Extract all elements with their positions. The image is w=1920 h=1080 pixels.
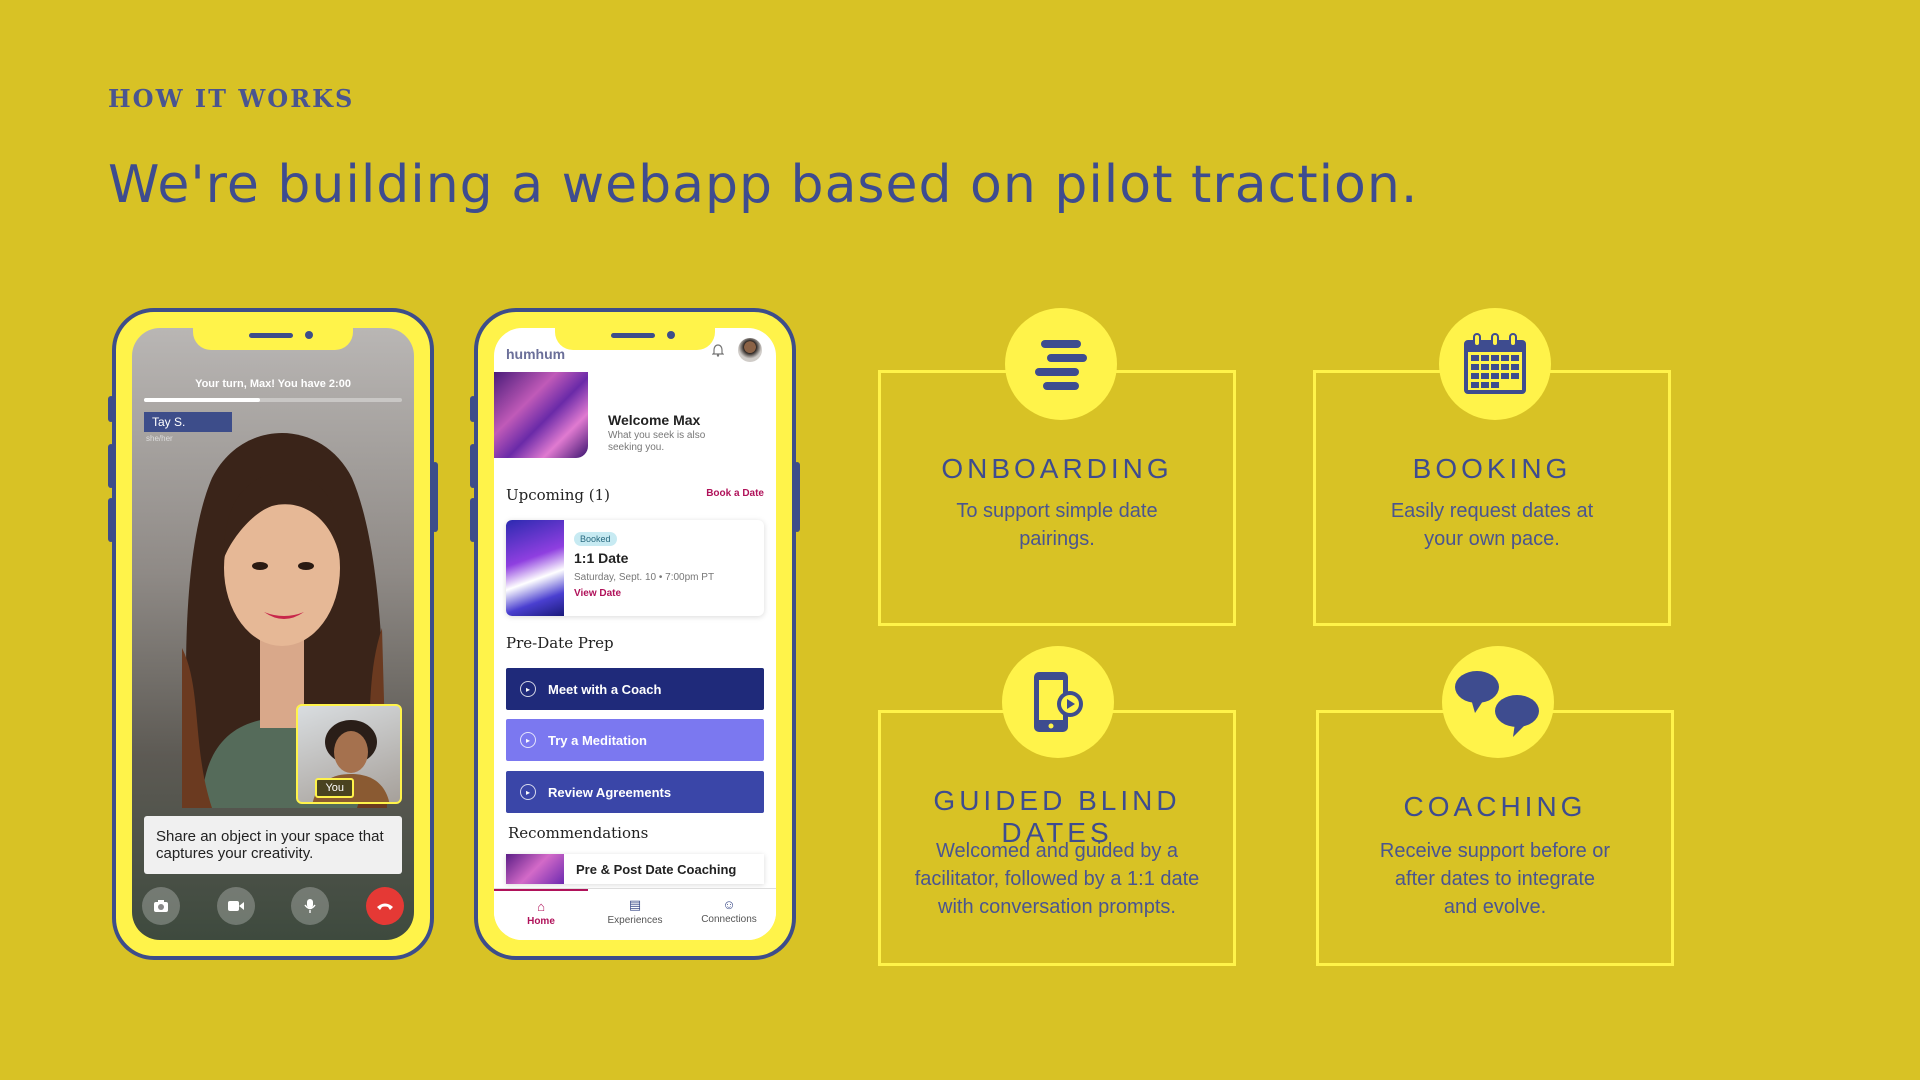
view-date-link[interactable]: View Date <box>574 588 622 599</box>
welcome-title: Welcome Max <box>608 412 701 428</box>
phone-notch <box>555 324 715 350</box>
feature-title: ONBOARDING <box>941 453 1173 484</box>
partner-pronouns: she/her <box>146 434 173 443</box>
calendar-icon: ▤ <box>628 897 642 912</box>
tab-label: Home <box>527 916 555 927</box>
page-headline: We're building a webapp based on pilot t… <box>108 155 1419 215</box>
turn-timer-text: Your turn, Max! You have 2:00 <box>195 378 351 390</box>
tab-connections[interactable]: ☺ Connections <box>682 889 776 940</box>
people-icon: ☺ <box>722 897 736 912</box>
meet-coach-button[interactable]: ▸ Meet with a Coach <box>506 668 764 710</box>
date-title: 1:1 Date <box>574 550 629 566</box>
self-label: You <box>315 778 354 798</box>
user-avatar[interactable] <box>738 338 762 362</box>
tab-label: Experiences <box>607 915 663 926</box>
action-label: Meet with a Coach <box>548 681 662 697</box>
phone-app-home: humhum Welcome Max What you seek is also… <box>470 308 800 960</box>
end-call-icon[interactable] <box>365 887 404 925</box>
tab-label: Connections <box>701 914 757 925</box>
arrow-circle-icon: ▸ <box>520 784 536 800</box>
call-controls <box>142 886 404 926</box>
bottom-tab-bar: ⌂ Home ▤ Experiences ☺ Connections <box>494 888 776 940</box>
section-eyebrow: HOW IT WORKS <box>108 84 355 113</box>
lines-icon <box>1005 308 1117 420</box>
feature-text: Receive support before or after dates to… <box>1379 840 1611 918</box>
date-card-image <box>506 520 564 616</box>
video-call-screen: Your turn, Max! You have 2:00 Tay S. she… <box>132 328 414 940</box>
video-camera-icon[interactable] <box>216 887 255 925</box>
welcome-subtitle: What you seek is also seeking you. <box>608 430 706 453</box>
feature-text: Easily request dates at your own pace. <box>1390 500 1594 550</box>
arrow-circle-icon: ▸ <box>520 681 536 697</box>
phone-notch <box>193 324 353 350</box>
feature-text: Welcomed and guided by a facilitator, fo… <box>914 840 1200 918</box>
chat-bubbles-icon <box>1442 646 1554 758</box>
action-label: Review Agreements <box>548 784 672 800</box>
app-logo: humhum <box>506 346 566 362</box>
book-a-date-link[interactable]: Book a Date <box>706 488 764 499</box>
tab-home[interactable]: ⌂ Home <box>494 889 588 940</box>
phone-video-call: Your turn, Max! You have 2:00 Tay S. she… <box>108 308 438 960</box>
status-badge: Booked <box>574 532 617 546</box>
arrow-circle-icon: ▸ <box>520 732 536 748</box>
date-time: Saturday, Sept. 10 • 7:00pm PT <box>574 572 715 583</box>
recommendation-image <box>506 854 564 884</box>
review-agreements-button[interactable]: ▸ Review Agreements <box>506 771 764 813</box>
feature-card-onboarding: ONBOARDING To support simple date pairin… <box>878 370 1236 626</box>
calendar-icon <box>1439 308 1551 420</box>
microphone-icon[interactable] <box>291 887 330 925</box>
recommendations-title: Recommendations <box>508 824 649 842</box>
partner-name-tag: Tay S. <box>144 412 232 432</box>
feature-text: To support simple date pairings. <box>956 500 1158 550</box>
pre-date-prep-title: Pre-Date Prep <box>506 634 614 652</box>
feature-title: BOOKING <box>1412 453 1572 484</box>
turn-progress-bar <box>144 398 402 402</box>
home-icon: ⌂ <box>537 899 545 914</box>
upcoming-date-card[interactable]: Booked 1:1 Date Saturday, Sept. 10 • 7:0… <box>506 520 764 616</box>
try-meditation-button[interactable]: ▸ Try a Meditation <box>506 719 764 761</box>
feature-title: COACHING <box>1403 791 1587 822</box>
welcome-image <box>494 372 588 458</box>
action-label: Try a Meditation <box>548 732 647 748</box>
tab-experiences[interactable]: ▤ Experiences <box>588 889 682 940</box>
camera-icon[interactable] <box>142 887 180 925</box>
recommendation-card[interactable]: Pre & Post Date Coaching <box>506 854 764 884</box>
app-screen: humhum Welcome Max What you seek is also… <box>494 328 776 940</box>
phone-video-icon <box>1002 646 1114 758</box>
upcoming-title: Upcoming (1) <box>506 486 610 504</box>
recommendation-title: Pre & Post Date Coaching <box>576 862 737 877</box>
feature-title: GUIDED BLIND DATES <box>933 785 1181 848</box>
conversation-prompt: Share an object in your space that captu… <box>144 816 402 874</box>
bell-icon[interactable] <box>711 344 725 360</box>
